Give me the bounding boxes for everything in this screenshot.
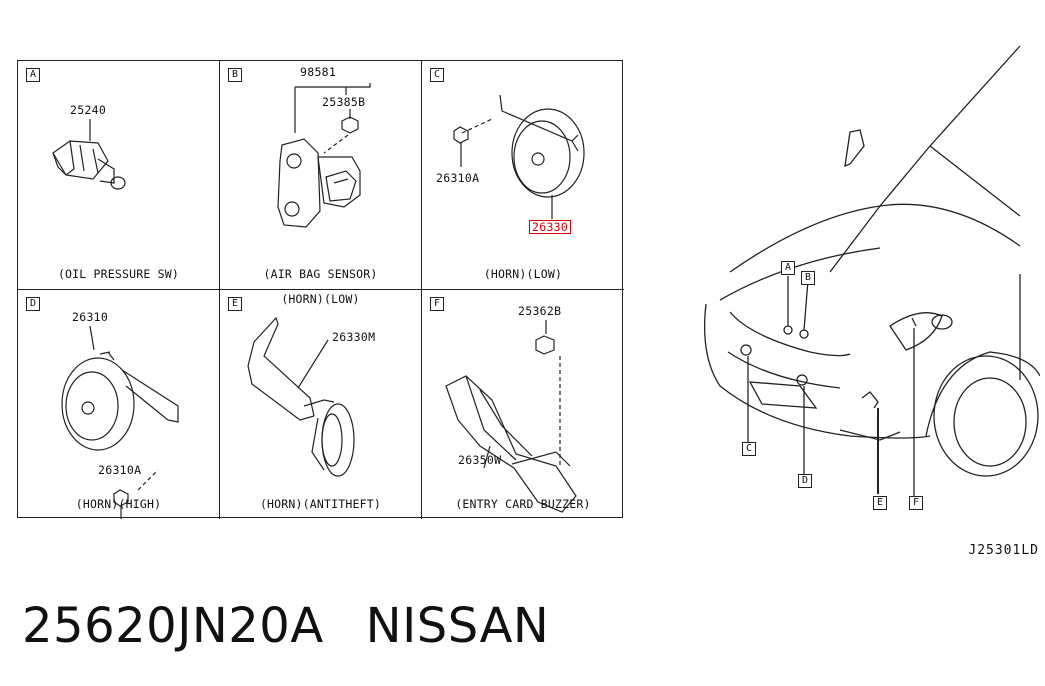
footer-brand: NISSAN: [365, 598, 550, 654]
part-number-label: 25240: [70, 103, 107, 117]
cell-caption: (HORN)(HIGH): [75, 497, 162, 511]
cell-letter: C: [430, 68, 444, 82]
cell-letter: E: [228, 297, 242, 311]
cell-letter: D: [26, 297, 40, 311]
cell-caption: (AIR BAG SENSOR): [263, 267, 378, 281]
part-number-label: 26350W: [458, 453, 502, 467]
cell-caption: (OIL PRESSURE SW): [57, 267, 180, 281]
cell-b: B 98581 25385B (AIR BAG SENSOR): [220, 61, 422, 290]
diagram-reference: J25301LD: [968, 543, 1039, 558]
part-number-label: 25362B: [518, 304, 562, 318]
entry-card-buzzer-drawing: [445, 320, 577, 513]
footer-part-number: 25620JN20A: [22, 598, 324, 654]
callout-c: C: [742, 442, 756, 456]
cell-top-caption: (HORN)(LOW): [281, 292, 360, 306]
cell-d: D 26310 26310A (HORN)(HIGH): [18, 290, 220, 519]
cell-a: A 25240 (OIL PRESSURE SW): [18, 61, 220, 290]
part-number-label: 26310: [72, 310, 109, 324]
callout-a: A: [781, 261, 795, 275]
highlighted-part-number[interactable]: 26330: [529, 220, 572, 234]
horn-high-drawing: [61, 325, 179, 519]
parts-grid: A 25240 (OIL PRESSURE SW) B 98581 25385B: [17, 60, 624, 519]
cell-letter: F: [430, 297, 444, 311]
part-number-label: 98581: [300, 65, 337, 79]
cell-f: F 25362B 26350W (ENTRY CARD BUZZER): [422, 290, 624, 519]
part-number-label: 26330M: [332, 330, 376, 344]
callout-e: E: [873, 496, 887, 510]
cell-c: C 26310A 26330 (HORN)(LOW): [422, 61, 624, 290]
part-number-label: 26310A: [98, 463, 142, 477]
horn-antitheft-drawing: [247, 316, 355, 477]
cell-letter: A: [26, 68, 40, 82]
footer: 25620JN20A NISSAN: [22, 598, 591, 654]
callout-d: D: [798, 474, 812, 488]
callout-b: B: [801, 271, 815, 285]
callout-f: F: [909, 496, 923, 510]
part-number-label: 26310A: [436, 171, 480, 185]
cell-caption: (HORN)(LOW): [483, 267, 563, 281]
air-bag-sensor-drawing: [277, 83, 371, 228]
oil-pressure-switch-drawing: [52, 119, 126, 190]
cell-caption: (ENTRY CARD BUZZER): [455, 497, 591, 511]
horn-low-drawing: [453, 94, 585, 219]
vehicle-front-drawing: [703, 45, 1040, 498]
cell-e: E (HORN)(LOW) 26330M (HORN)(ANTITHEFT): [220, 290, 422, 519]
part-number-label: 25385B: [322, 95, 366, 109]
cell-caption: (HORN)(ANTITHEFT): [259, 497, 382, 511]
cell-letter: B: [228, 68, 242, 82]
